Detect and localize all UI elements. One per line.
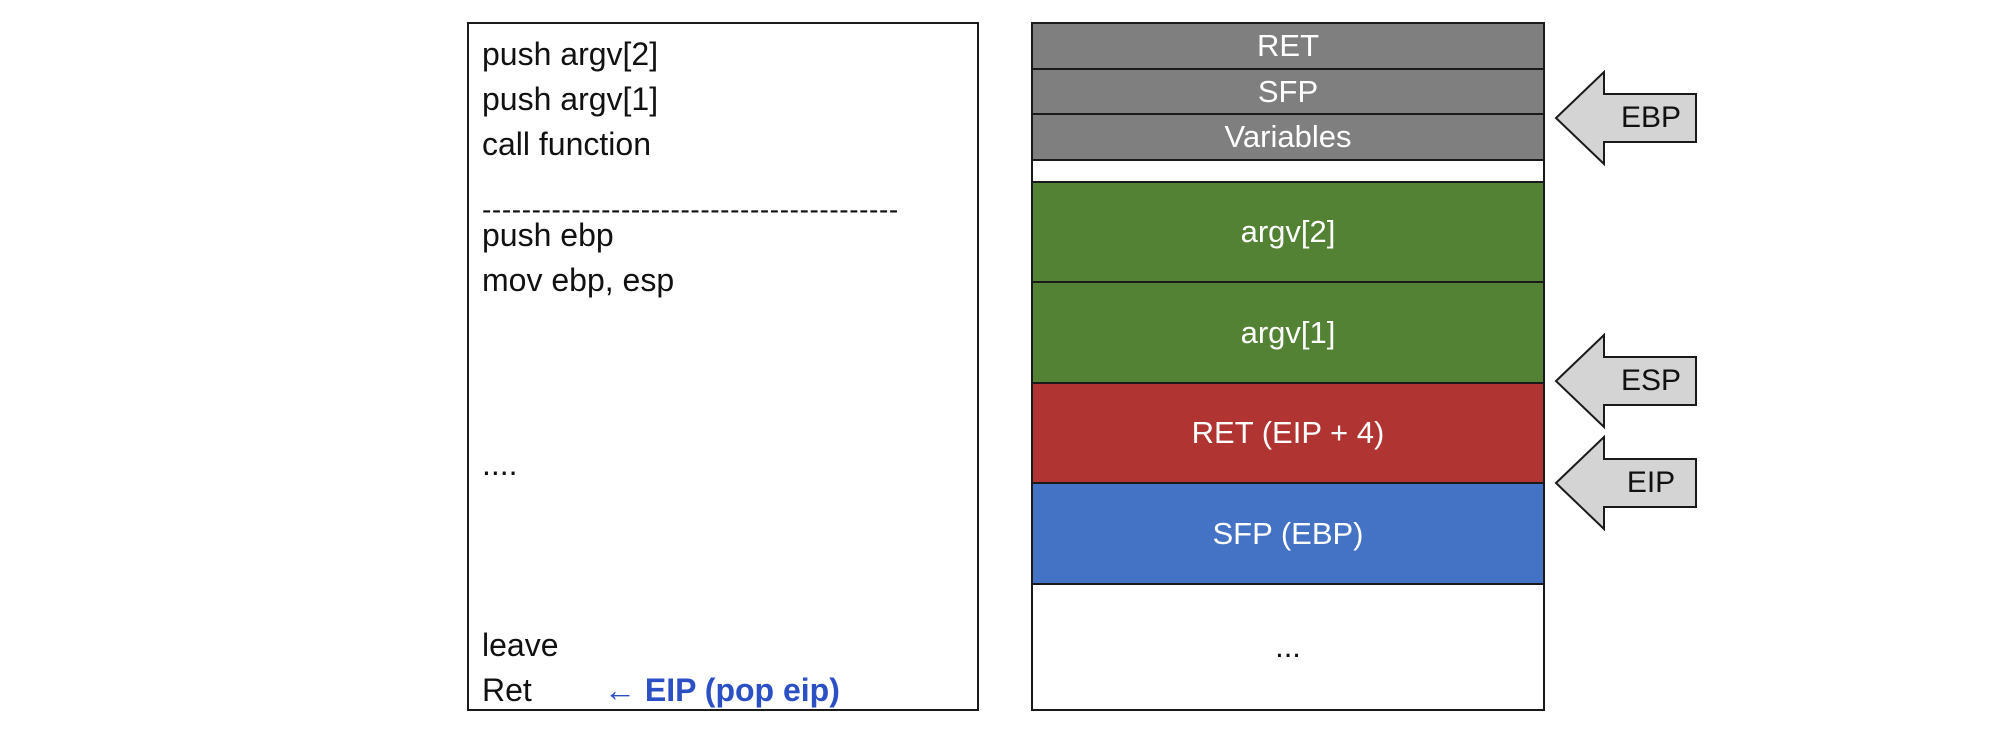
code-line-push-argv1: push argv[1] [482,81,659,117]
eip-pointer-arrow: EIP [1554,435,1698,531]
stack-cell-variables: Variables [1033,115,1543,161]
stack-cell-sfp: SFP [1033,70,1543,115]
stack-cell-sfp-ebp: SFP (EBP) [1033,484,1543,585]
code-line-ret: Ret [482,672,532,708]
stack-diagram: RET SFP Variables argv[2] argv[1] RET (E… [1031,22,1545,711]
code-line-ellipsis: .... [482,446,518,482]
stack-cell-label: SFP (EBP) [1212,515,1364,551]
eip-pointer-label: EIP [1626,466,1676,499]
eip-pop-note: ← EIP (pop eip) [604,672,840,708]
left-arrow-icon [1554,70,1697,166]
left-arrow-icon [1554,435,1697,531]
stack-cell-label: Variables [1224,119,1352,154]
stack-cell-label: argv[2] [1240,214,1336,249]
esp-pointer-label: ESP [1620,364,1682,397]
esp-pointer-arrow: ESP [1554,333,1698,429]
ebp-pointer-label: EBP [1620,101,1682,134]
stack-cell-ellipsis: ... [1033,585,1543,709]
code-separator: ----------------------------------------… [482,194,899,225]
left-arrow-icon [1554,333,1697,429]
stack-cell-ret-eip4: RET (EIP + 4) [1033,384,1543,484]
stack-cell-argv1: argv[1] [1033,283,1543,384]
stack-cell-label: SFP [1257,73,1319,109]
stack-gap [1033,161,1543,183]
ebp-pointer-arrow: EBP [1554,70,1698,166]
code-line-push-argv2: push argv[2] [482,36,659,72]
code-listing-box: push argv[2] push argv[1] call function … [467,22,979,711]
stack-cell-label: RET (EIP + 4) [1191,415,1385,450]
code-line-push-ebp: push ebp [482,217,614,253]
stack-cell-label: ... [1275,629,1301,664]
stack-cell-argv2: argv[2] [1033,183,1543,283]
code-line-leave: leave [482,627,559,663]
code-line-mov-ebp-esp: mov ebp, esp [482,262,675,298]
stack-cell-ret: RET [1033,24,1543,70]
stack-cell-label: argv[1] [1240,314,1336,350]
code-line-call-function: call function [482,126,651,162]
stack-cell-label: RET [1257,28,1319,63]
